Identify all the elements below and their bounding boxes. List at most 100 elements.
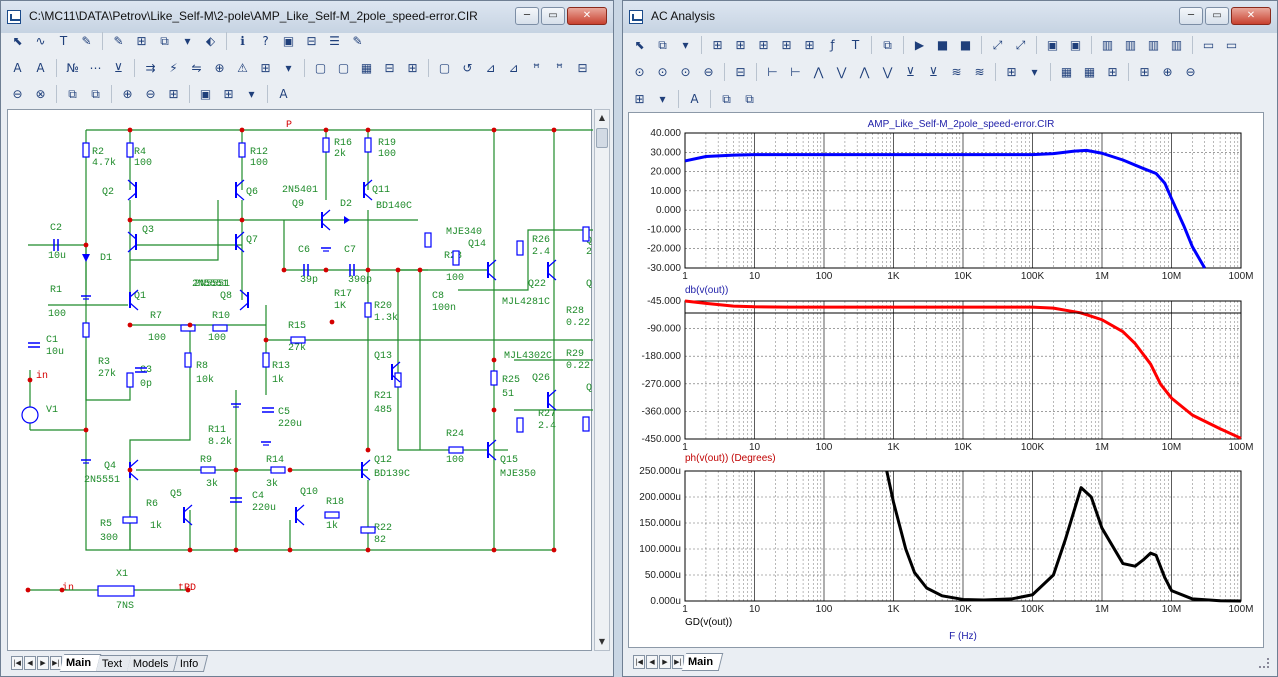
toolbar-tool-icon[interactable]: ⊟ xyxy=(735,65,746,79)
tab-info[interactable]: Info xyxy=(173,654,209,672)
toolbar-tool-icon[interactable]: ⤢ xyxy=(992,37,1003,52)
toolbar-tool-icon[interactable]: ⧉ xyxy=(160,33,169,48)
toolbar-tool-icon[interactable]: ■ xyxy=(959,38,972,52)
toolbar-tool-icon[interactable]: ⊢ xyxy=(767,65,778,79)
tab-prev-icon[interactable]: ◀ xyxy=(24,656,36,670)
toolbar-tool-icon[interactable]: ✎ xyxy=(81,34,92,48)
toolbar-tool-icon[interactable]: ▾ xyxy=(248,87,255,101)
toolbar-tool-icon[interactable]: ▣ xyxy=(1046,38,1059,52)
toolbar-tool-icon[interactable]: ⊞ xyxy=(1139,65,1150,79)
toolbar-tool-icon[interactable]: № xyxy=(66,61,79,75)
analysis-title-bar[interactable]: AC Analysis ─ ▭ ✕ xyxy=(623,1,1277,33)
toolbar-tool-icon[interactable]: ⊻ xyxy=(114,61,123,75)
toolbar-tool-icon[interactable]: ▦ xyxy=(1083,65,1096,79)
toolbar-tool-icon[interactable]: ☰ xyxy=(329,34,340,48)
scroll-down-arrow[interactable]: ▼ xyxy=(598,637,606,646)
toolbar-tool-icon[interactable]: ⊞ xyxy=(634,92,645,106)
toolbar-tool-icon[interactable]: ▥ xyxy=(1124,38,1137,52)
toolbar-tool-icon[interactable]: ▥ xyxy=(1170,38,1183,52)
toolbar-tool-icon[interactable]: ⊖ xyxy=(12,87,23,101)
toolbar-tool-icon[interactable]: ⊗ xyxy=(35,87,46,101)
toolbar-tool-icon[interactable]: ⧉ xyxy=(883,37,892,52)
toolbar-tool-icon[interactable]: ⊞ xyxy=(712,38,723,52)
tab-first-icon[interactable]: |◀ xyxy=(11,656,23,670)
toolbar-tool-icon[interactable]: ↺ xyxy=(462,61,473,75)
toolbar-tool-icon[interactable]: ⊻ xyxy=(906,65,915,79)
scroll-up-arrow[interactable]: ▲ xyxy=(598,113,606,122)
toolbar-tool-icon[interactable]: ⊞ xyxy=(136,34,147,48)
toolbar-tool-icon[interactable]: ≋ xyxy=(974,65,985,79)
close-button[interactable]: ✕ xyxy=(567,7,607,25)
toolbar-tool-icon[interactable]: T xyxy=(851,38,860,52)
toolbar-tool-icon[interactable]: ⧉ xyxy=(745,91,754,106)
schematic-title-bar[interactable]: C:\MC11\DATA\Petrov\Like_Self-M\2-pole\A… xyxy=(1,1,613,33)
toolbar-tool-icon[interactable]: ? xyxy=(262,34,269,48)
toolbar-tool-icon[interactable]: ⊞ xyxy=(1006,65,1017,79)
minimize-button[interactable]: ─ xyxy=(1179,7,1203,25)
toolbar-tool-icon[interactable]: ▣ xyxy=(282,34,295,48)
toolbar-tool-icon[interactable]: ⊕ xyxy=(1162,65,1173,79)
maximize-button[interactable]: ▭ xyxy=(541,7,565,25)
toolbar-tool-icon[interactable]: ⇋ xyxy=(191,61,202,75)
toolbar-tool-icon[interactable]: A xyxy=(36,61,45,75)
toolbar-tool-icon[interactable]: ▢ xyxy=(438,61,451,75)
tab-main[interactable]: Main xyxy=(59,654,102,672)
minimize-button[interactable]: ─ xyxy=(515,7,539,25)
toolbar-tool-icon[interactable]: ⊞ xyxy=(804,38,815,52)
toolbar-tool-icon[interactable]: ▦ xyxy=(1060,65,1073,79)
toolbar-tool-icon[interactable]: ▾ xyxy=(285,61,292,75)
toolbar-tool-icon[interactable]: ⊙ xyxy=(680,65,691,79)
toolbar-tool-icon[interactable]: ⬉ xyxy=(12,34,23,48)
toolbar-tool-icon[interactable]: ƒ xyxy=(830,38,835,52)
toolbar-tool-icon[interactable]: ⊕ xyxy=(122,87,133,101)
toolbar-tool-icon[interactable]: ▾ xyxy=(1031,65,1038,79)
toolbar-tool-icon[interactable]: ▾ xyxy=(682,38,689,52)
tab-next-icon[interactable]: ▶ xyxy=(37,656,49,670)
toolbar-tool-icon[interactable]: ▾ xyxy=(659,92,666,106)
toolbar-tool-icon[interactable]: ⤢ xyxy=(1015,37,1026,52)
toolbar-tool-icon[interactable]: ⧉ xyxy=(722,91,731,106)
toolbar-tool-icon[interactable]: ⊞ xyxy=(735,38,746,52)
toolbar-tool-icon[interactable]: ⊖ xyxy=(1185,65,1196,79)
toolbar-tool-icon[interactable]: ⊞ xyxy=(1107,65,1118,79)
toolbar-tool-icon[interactable]: ⇉ xyxy=(145,61,156,75)
maximize-button[interactable]: ▭ xyxy=(1205,7,1229,25)
toolbar-tool-icon[interactable]: ⧉ xyxy=(91,86,100,101)
toolbar-tool-icon[interactable]: ▦ xyxy=(360,61,373,75)
close-button[interactable]: ✕ xyxy=(1231,7,1271,25)
toolbar-tool-icon[interactable]: ꟸ xyxy=(556,61,563,75)
toolbar-tool-icon[interactable]: ▣ xyxy=(1069,38,1082,52)
toolbar-tool-icon[interactable]: ⊙ xyxy=(634,65,645,79)
toolbar-tool-icon[interactable]: ▢ xyxy=(337,61,350,75)
toolbar-tool-icon[interactable]: A xyxy=(279,87,288,101)
toolbar-tool-icon[interactable]: ⬉ xyxy=(634,38,645,52)
toolbar-tool-icon[interactable]: ⬖ xyxy=(205,34,216,48)
toolbar-tool-icon[interactable]: ℹ xyxy=(240,34,245,48)
toolbar-tool-icon[interactable]: ⋁ xyxy=(882,65,893,79)
tab-prev-icon[interactable]: ◀ xyxy=(646,655,658,669)
toolbar-tool-icon[interactable]: ⚠ xyxy=(237,61,248,75)
tab-next-icon[interactable]: ▶ xyxy=(659,655,671,669)
toolbar-tool-icon[interactable]: ⊞ xyxy=(260,61,271,75)
toolbar-tool-icon[interactable]: ⊙ xyxy=(657,65,668,79)
scroll-thumb[interactable] xyxy=(596,128,608,148)
toolbar-tool-icon[interactable]: ⊕ xyxy=(214,61,225,75)
toolbar-tool-icon[interactable]: ⋀ xyxy=(859,65,870,79)
toolbar-tool-icon[interactable]: ⊞ xyxy=(223,87,234,101)
toolbar-tool-icon[interactable]: ■ xyxy=(936,38,949,52)
toolbar-tool-icon[interactable]: ▶ xyxy=(914,38,925,52)
toolbar-tool-icon[interactable]: A xyxy=(13,61,22,75)
toolbar-tool-icon[interactable]: ⊞ xyxy=(781,38,792,52)
toolbar-tool-icon[interactable]: ⧉ xyxy=(658,37,667,52)
vertical-scrollbar[interactable]: ▲ ▼ xyxy=(594,109,610,651)
toolbar-tool-icon[interactable]: ⊿ xyxy=(485,61,496,75)
toolbar-tool-icon[interactable]: ⧉ xyxy=(68,86,77,101)
toolbar-tool-icon[interactable]: ⊻ xyxy=(929,65,938,79)
toolbar-tool-icon[interactable]: ⚡ xyxy=(169,61,178,75)
toolbar-tool-icon[interactable]: ∿ xyxy=(35,34,46,48)
toolbar-tool-icon[interactable]: ▥ xyxy=(1101,38,1114,52)
toolbar-tool-icon[interactable]: ✎ xyxy=(352,34,363,48)
toolbar-tool-icon[interactable]: ⊟ xyxy=(384,61,395,75)
